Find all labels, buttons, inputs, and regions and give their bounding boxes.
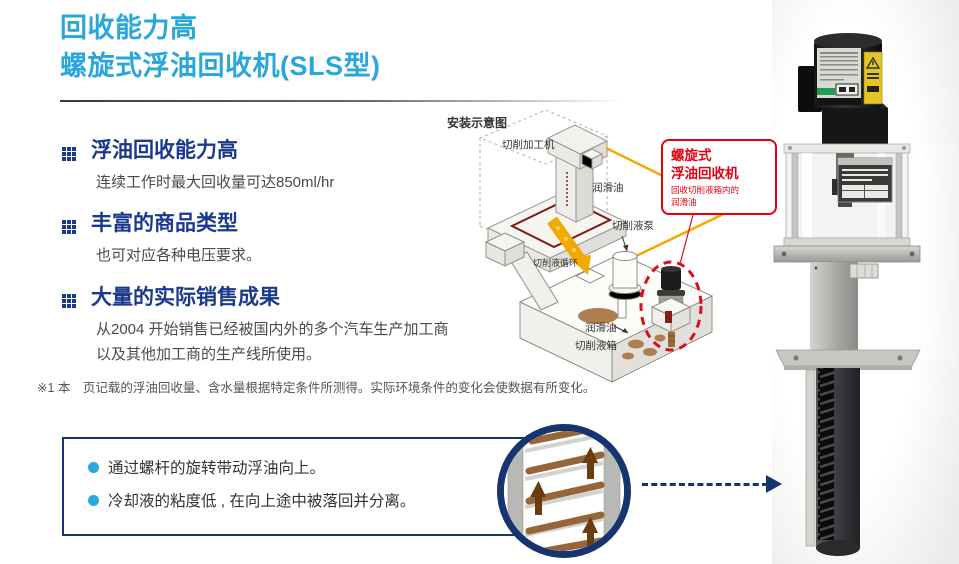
- highlight-ellipse: [639, 260, 703, 352]
- screw-thread: [818, 368, 834, 540]
- installation-diagram: [478, 109, 735, 383]
- page-title-line1: 回收能力高: [60, 13, 198, 43]
- coolant-flow: [547, 216, 591, 275]
- feature-body: 也可对应各种电压要求。: [96, 247, 262, 264]
- warning-label: [863, 51, 883, 105]
- lubricant-unit: [580, 148, 604, 170]
- callout-sub2: 润滑油: [671, 196, 697, 207]
- feature-heading: 浮油回收能力高: [91, 139, 238, 162]
- chip-chute: [484, 232, 559, 311]
- label-circulation: 切削液循环: [533, 258, 579, 268]
- label-cutting-machine: 切削加工机: [502, 139, 555, 151]
- feature-body-line2: 以及其他加工商的生产线所使用。: [96, 346, 322, 364]
- callout-sub1: 回收切削液箱内的: [671, 185, 740, 196]
- bullet-dot-icon: [88, 494, 99, 506]
- page-title-line2: 螺旋式浮油回收机(SLS型): [60, 50, 381, 81]
- lower-flange: [775, 349, 921, 370]
- explain-box: 通过螺杆的旋转带动浮油向上。 冷却液的粘度低 , 在向上途中被落回并分离。: [62, 437, 526, 536]
- upper-flange: [773, 245, 921, 263]
- oil-recovery-unit: [650, 266, 692, 347]
- brand-logo: [835, 83, 859, 96]
- feature-body: 连续工作时最大回收量可达850ml/hr: [96, 174, 335, 191]
- bullet-dot-icon: [88, 461, 99, 473]
- screw-tube: [805, 368, 860, 556]
- explain-text-2: 冷却液的粘度低 , 在向上途中被落回并分离。: [108, 493, 416, 510]
- diagram-title: 安装示意图: [447, 116, 508, 130]
- callout-line1: 螺旋式: [671, 148, 712, 163]
- label-lubricant-bottom: 润滑油: [585, 322, 617, 334]
- feature-heading: 大量的实际销售成果: [91, 286, 280, 309]
- grid-bullet-icon: [62, 220, 66, 224]
- page-title: 回收能力高 螺旋式浮油回收机(SLS型): [60, 10, 381, 86]
- footnote: ※1 本 页记载的浮油回收量、含水量根据特定条件所测得。实际环境条件的变化会使数…: [37, 381, 596, 395]
- label-lubricant-top: 润滑油: [592, 182, 624, 194]
- coolant-pump: [608, 251, 642, 319]
- feature-sales-results: 大量的实际销售成果 从2004 开始销售已经被国内外的多个汽车生产加工商 以及其…: [60, 281, 460, 367]
- hex-collar: [849, 263, 879, 279]
- green-stripe: [817, 88, 835, 95]
- nameplate: [837, 157, 893, 203]
- title-underline: [60, 100, 622, 102]
- screw-closeup-magnifier: [497, 424, 631, 558]
- feature-product-types: 丰富的商品类型 也可对应各种电压要求。: [60, 207, 460, 267]
- clear-drum: [783, 143, 911, 247]
- explain-bullet-2: 冷却液的粘度低 , 在向上途中被落回并分离。: [88, 489, 524, 511]
- product-callout: 螺旋式 浮油回收机 回收切削液箱内的 润滑油: [661, 139, 777, 216]
- grid-bullet-icon: [62, 147, 66, 151]
- explain-text-1: 通过螺杆的旋转带动浮油向上。: [108, 460, 326, 477]
- screw-closeup-drawing: [504, 431, 624, 551]
- pointer-arrowhead-icon: [766, 475, 782, 493]
- explain-bullet-1: 通过螺杆的旋转带动浮油向上。: [88, 456, 524, 478]
- motor: [814, 33, 883, 108]
- oil-up-arrows: [530, 447, 598, 547]
- feature-recovery-capacity: 浮油回收能力高 连续工作时最大回收量可达850ml/hr: [60, 134, 460, 194]
- pointer-dashed-line: [642, 483, 768, 486]
- feature-body: 从2004 开始销售已经被国内外的多个汽车生产加工商: [96, 321, 449, 338]
- callout-line2: 浮油回收机: [671, 165, 739, 181]
- floating-oil: [578, 308, 666, 360]
- grid-bullet-icon: [62, 294, 66, 298]
- label-coolant-pump: 切削液泵: [612, 220, 654, 232]
- label-coolant-tank: 切削液箱: [575, 340, 617, 352]
- feature-heading: 丰富的商品类型: [91, 212, 238, 235]
- product-photo: [772, 0, 959, 564]
